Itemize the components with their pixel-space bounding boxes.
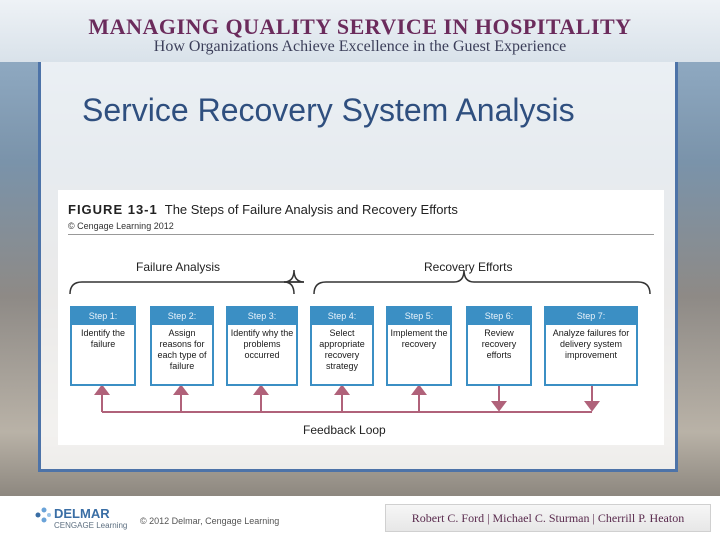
step-5-body: Implement the recovery: [390, 328, 448, 349]
step-1-body: Identify the failure: [80, 328, 126, 349]
step-1-head: Step 1:: [72, 308, 134, 325]
step-box-6: Step 6: Review recovery efforts: [466, 306, 532, 386]
step-5-head: Step 5:: [388, 308, 450, 325]
brace-failure-analysis: [69, 269, 305, 295]
step-4-body: Select appropriate recovery strategy: [319, 328, 365, 371]
brace-recovery-efforts: [313, 269, 651, 295]
step-6-head: Step 6:: [468, 308, 530, 325]
arrow-step5: [411, 384, 427, 395]
arrow-step6: [491, 401, 507, 412]
arrow-step1: [94, 384, 110, 395]
figure-connectors: [69, 269, 651, 413]
arrow-step3: [253, 384, 269, 395]
publisher-logo-icon: [35, 507, 51, 523]
step-4-head: Step 4:: [312, 308, 372, 325]
figure-label: FIGURE 13-1 The Steps of Failure Analysi…: [68, 202, 458, 217]
brace-failure-analysis-end: [283, 281, 295, 295]
figure-divider: [68, 234, 654, 235]
arrow-step7: [584, 401, 600, 412]
feedback-loop-label: Feedback Loop: [303, 423, 386, 437]
step-7-body: Analyze failures for delivery system imp…: [552, 328, 630, 360]
publisher-name: DELMAR: [54, 506, 110, 521]
step-box-7: Step 7: Analyze failures for delivery sy…: [544, 306, 638, 386]
header-band: MANAGING QUALITY SERVICE IN HOSPITALITY …: [0, 0, 720, 62]
figure-caption: The Steps of Failure Analysis and Recove…: [164, 202, 458, 217]
step-2-body: Assign reasons for each type of failure: [157, 328, 207, 371]
copyright: © 2012 Delmar, Cengage Learning: [140, 516, 280, 526]
publisher-sub: CENGAGE Learning: [54, 521, 128, 530]
arrow-step2: [173, 384, 189, 395]
group-label-failure-analysis: Failure Analysis: [136, 260, 221, 274]
step-box-5: Step 5: Implement the recovery: [386, 306, 452, 386]
footer: DELMAR CENGAGE Learning © 2012 Delmar, C…: [0, 496, 720, 540]
authors: Robert C. Ford | Michael C. Sturman | Ch…: [385, 504, 711, 532]
book-subtitle: How Organizations Achieve Excellence in …: [153, 38, 567, 55]
feedback-loop-lines: [94, 384, 600, 413]
step-box-4: Step 4: Select appropriate recovery stra…: [310, 306, 374, 386]
figure-number: FIGURE 13-1: [68, 202, 158, 217]
book-title: MANAGING QUALITY SERVICE IN HOSPITALITY: [88, 14, 632, 39]
step-7-head: Step 7:: [546, 308, 636, 325]
slide-title: Service Recovery System Analysis: [82, 92, 575, 128]
step-2-head: Step 2:: [152, 308, 212, 325]
step-box-1: Step 1: Identify the failure: [70, 306, 136, 386]
step-box-3: Step 3: Identify why the problems occurr…: [226, 306, 298, 386]
figure-credit: © Cengage Learning 2012: [68, 221, 174, 231]
step-6-body: Review recovery efforts: [481, 328, 517, 360]
step-3-head: Step 3:: [228, 308, 296, 325]
figure: FIGURE 13-1 The Steps of Failure Analysi…: [58, 190, 664, 445]
arrow-step4: [334, 384, 350, 395]
step-3-body: Identify why the problems occurred: [230, 328, 294, 360]
group-label-recovery-efforts: Recovery Efforts: [424, 260, 513, 274]
step-box-2: Step 2: Assign reasons for each type of …: [150, 306, 214, 386]
